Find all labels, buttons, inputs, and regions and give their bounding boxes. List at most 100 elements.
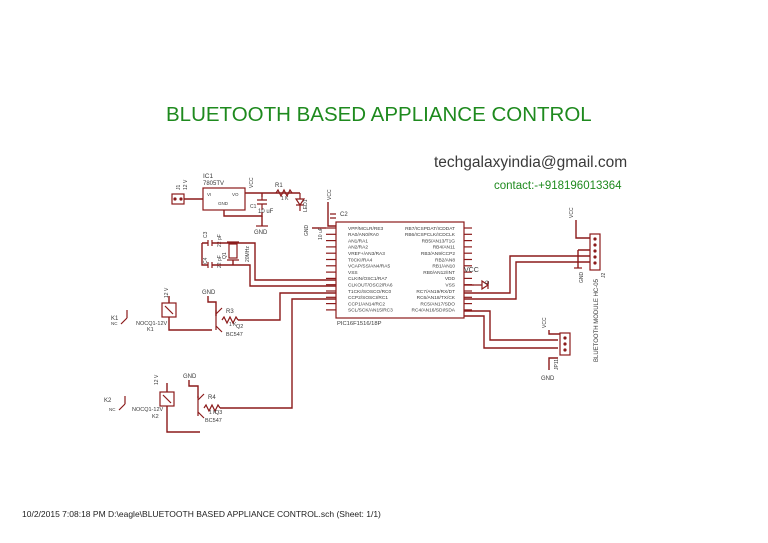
mcu-right-pin-label: VSS — [445, 283, 455, 289]
k2-ref-contact: K2 — [104, 398, 112, 404]
resistor-r1: R1 1 K — [275, 183, 293, 202]
mcu-left-pin-label: CCP2/SOSCI/RC1 — [348, 295, 388, 301]
r1-ref: R1 — [275, 183, 283, 189]
mcu-right-pin-label: RB2/AN8 — [435, 257, 455, 263]
mcu-right-pin-label: RB4/AN11 — [433, 245, 456, 251]
j1-ref: J1 — [176, 185, 182, 191]
q2-value: BC547 — [226, 332, 243, 338]
c2-value: 10 uF — [318, 227, 324, 240]
r4-value: 1 K — [209, 410, 217, 416]
mcu-left-pin-label: VCAP/SS/AN4/RA5 — [348, 264, 390, 270]
r3-value: 1 K — [229, 322, 237, 328]
ic1-value: 7805TV — [203, 181, 224, 187]
ic1-pin-vo: VO — [232, 192, 239, 197]
j1-value: 12 V — [183, 179, 189, 190]
transistor-q3: Q3 BC547 — [197, 393, 222, 424]
led-led1: LED1 — [294, 193, 309, 212]
mcu-right-pin-label: RB3/AN9/CCP2 — [421, 251, 455, 257]
diode-d: D — [474, 279, 491, 291]
vcc-label-jp11: VCC — [542, 317, 548, 328]
mcu-right-pin-label: VDD — [445, 276, 456, 282]
mcu-left-pin-label: T1CKI/SOSCO/RC0 — [348, 289, 392, 295]
mcu-right-pin-label: RB7/ICSPDAT/ICDDAT — [405, 226, 455, 232]
resistor-r3: R3 1 K — [221, 309, 239, 328]
c4-ref: C4 — [203, 257, 209, 264]
vcc-label-vdd: VCC — [464, 267, 479, 274]
bt-module-label: BLUETOOTH MODULE HC-05 — [594, 278, 600, 362]
vcc-label-ic1: VCC — [249, 177, 255, 188]
mcu-right-pin-label: RB1/AN10 — [432, 264, 455, 270]
q3-ref: Q3 — [215, 410, 222, 416]
q1-value: 20MHz — [245, 246, 251, 262]
k1-ref-contact: K1 — [111, 316, 119, 322]
k2-nc: NC — [109, 407, 116, 412]
mcu-left-pin-label: AN2/RA2 — [348, 245, 368, 251]
c4-value: 22 pF — [217, 255, 223, 268]
regulator-ic1: VI VO GND IC1 7805TV — [202, 173, 246, 211]
bt-ref: J2 — [601, 273, 607, 279]
k2-voltage: 12 V — [154, 374, 160, 385]
mcu-left-pin-label: CLKIN/OSC1/RA7 — [348, 276, 388, 282]
q1-ref: Q1 — [222, 252, 228, 259]
c1-ref: C1 — [250, 204, 257, 210]
c3-value: 22 pF — [217, 234, 223, 247]
r1-value: 1 K — [281, 196, 289, 202]
gnd-label-mcu: GND — [304, 225, 310, 237]
capacitor-c1: C1 10 uF — [250, 197, 274, 215]
c1-value: 10 uF — [258, 209, 274, 215]
jp11-ref: JP11 — [554, 359, 560, 370]
led1-ref: LED1 — [303, 199, 309, 212]
mcu-right-pin-label: RB6/ICSPCLK/ICDCLK — [405, 232, 456, 238]
d-ref: D — [485, 280, 491, 284]
k1-value: NOCQ1-12V — [136, 321, 168, 327]
mcu-pic16f1516: PIC16F1516/18P VPP/MCLR/RE3RA0/AN0/RA0AN… — [326, 221, 472, 327]
capacitor-c4: C4 22 pF — [203, 255, 223, 268]
r4-ref: R4 — [208, 395, 216, 401]
crystal-q1: Q1 20MHz — [222, 241, 251, 262]
relay-k1: 12 V K1 NC NOCQ1-12V K1 — [111, 287, 212, 333]
vcc-label-bt: VCC — [569, 207, 575, 218]
gnd-label-k1: GND — [202, 290, 216, 296]
mcu-left-pin-label: AN1/RA1 — [348, 238, 368, 244]
k1-nc: NC — [111, 321, 118, 326]
schematic-title: BLUETOOTH BASED APPLIANCE CONTROL — [166, 103, 592, 126]
mcu-left-pin-label: CCP1/AN14/RC2 — [348, 301, 385, 307]
k2-value: NOCQ1-12V — [132, 407, 164, 413]
gnd-label-power: GND — [254, 230, 268, 236]
k1-voltage: 12 V — [164, 287, 170, 298]
mcu-left-pin-label: T0CKI/RA4 — [348, 257, 373, 263]
mcu-right-pin-label: RC6/AN18/TX/CK — [417, 295, 456, 301]
gnd-label-k2: GND — [183, 374, 197, 380]
q2-ref: Q2 — [236, 324, 243, 330]
mcu-left-pin-label: VPP/MCLR/RE3 — [348, 226, 384, 232]
k1-ref: K1 — [147, 327, 154, 333]
ic1-pin-vi: VI — [207, 192, 211, 197]
k2-ref: K2 — [152, 414, 159, 420]
power-jack-j1: J1 12 V — [171, 179, 189, 205]
capacitor-c2: C2 — [330, 212, 348, 219]
mcu-right-pin-label: RC5/AN17/SDO — [420, 301, 455, 307]
r3-ref: R3 — [226, 309, 234, 315]
ic1-pin-gnd: GND — [218, 201, 229, 206]
bluetooth-module-header: J2 BLUETOOTH MODULE HC-05 — [589, 233, 607, 362]
mcu-left-pin-label: CLKOUT/OSC2/RA6 — [348, 283, 393, 289]
jumper-jp11: JP11 — [554, 332, 571, 370]
mcu-left-pin-label: SCL/SCK/AN15/RC3 — [348, 308, 393, 314]
contact-label: contact:-+918196013364 — [494, 180, 622, 192]
mcu-right-pin-label: RC7/AN19/RX/DT — [416, 289, 455, 295]
gnd-label-jp11: GND — [541, 376, 555, 382]
gnd-label-bt: GND — [579, 272, 585, 284]
mcu-left-pin-label: VREF+/AN3/RA3 — [348, 251, 385, 257]
mcu-right-pin-label: RB0/AN12/INT — [423, 270, 455, 276]
vcc-label-mcu: VCC — [327, 189, 333, 200]
transistor-q2: Q2 BC547 — [215, 307, 243, 338]
q3-value: BC547 — [205, 418, 222, 424]
c3-ref: C3 — [203, 231, 209, 238]
mcu-ref: PIC16F1516/18P — [337, 321, 382, 327]
relay-k2: 12 V K2 NC NOCQ1-12V K2 — [104, 374, 200, 433]
mcu-left-pin-label: RA0/AN0/RA0 — [348, 232, 379, 238]
email-label: techgalaxyindia@gmail.com — [434, 154, 627, 171]
ic1-ref: IC1 — [203, 173, 214, 180]
resistor-r4: R4 1 K — [203, 395, 221, 416]
